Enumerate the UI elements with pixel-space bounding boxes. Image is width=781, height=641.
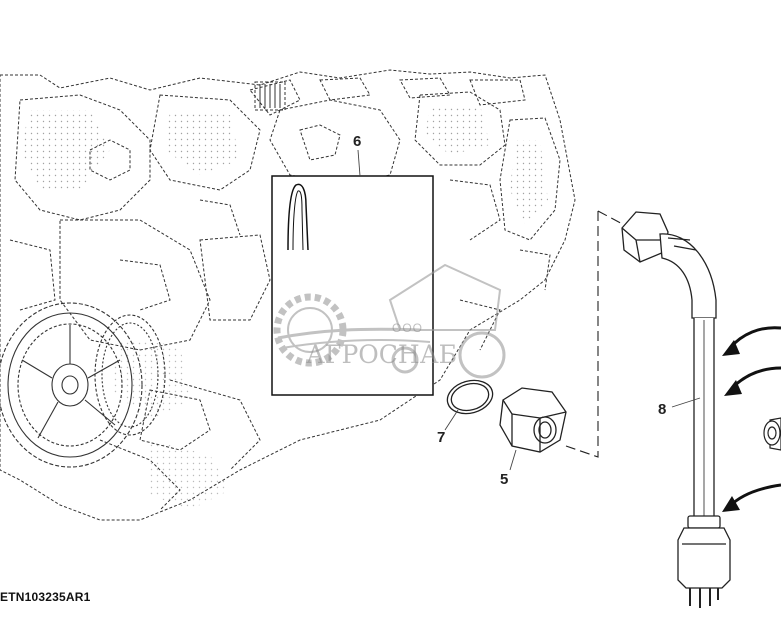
rotation-arrowheads [722,340,742,512]
watermark-prefix: ООО [392,321,423,335]
o-ring-part-7 [446,379,494,415]
callout-7: 7 [437,429,445,446]
watermark-brand: АГРОСНАБ [306,340,457,369]
watermark-logo [273,263,506,379]
intake-ribs [254,81,286,111]
leader-lines [357,149,701,471]
callout-5: 5 [500,471,508,488]
socket-adapter-partial [763,417,781,451]
rotation-arrows [728,326,781,508]
callout-8: 8 [658,401,666,418]
callout-6: 6 [353,133,361,150]
figure-id: ETN103235AR1 [0,590,91,604]
engine-shading [20,105,548,510]
heater-element-part-8 [621,211,731,608]
crankshaft-pulley [0,302,166,468]
assembly-path-line [565,210,631,458]
adapter-fitting-part-5 [499,387,567,453]
